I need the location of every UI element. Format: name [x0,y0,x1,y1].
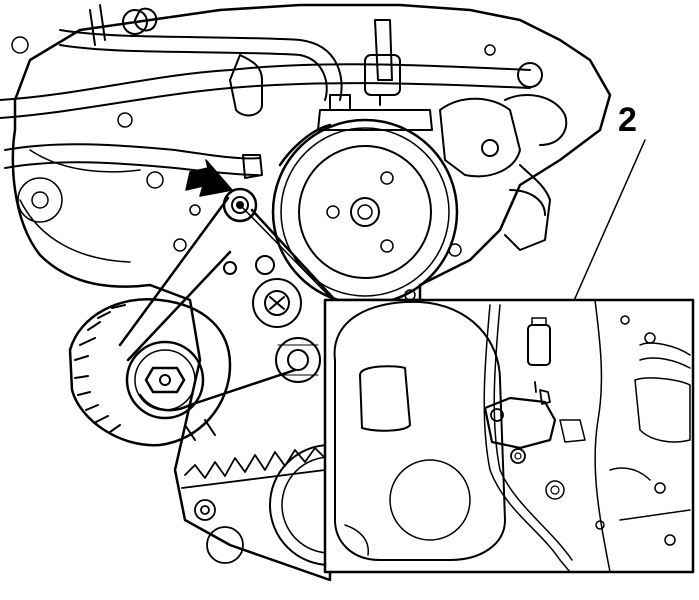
water-pump-pulley [271,118,459,306]
alternator [68,298,232,447]
belt-tensioner [223,255,321,383]
detail-inset [323,298,695,574]
inset-connector [239,204,334,301]
callout-number-2: 2 [618,101,637,139]
direction-arrow-icon [185,159,233,197]
thermostat-housing [317,62,568,251]
block-bolts [11,36,496,301]
engine-block [11,3,612,582]
